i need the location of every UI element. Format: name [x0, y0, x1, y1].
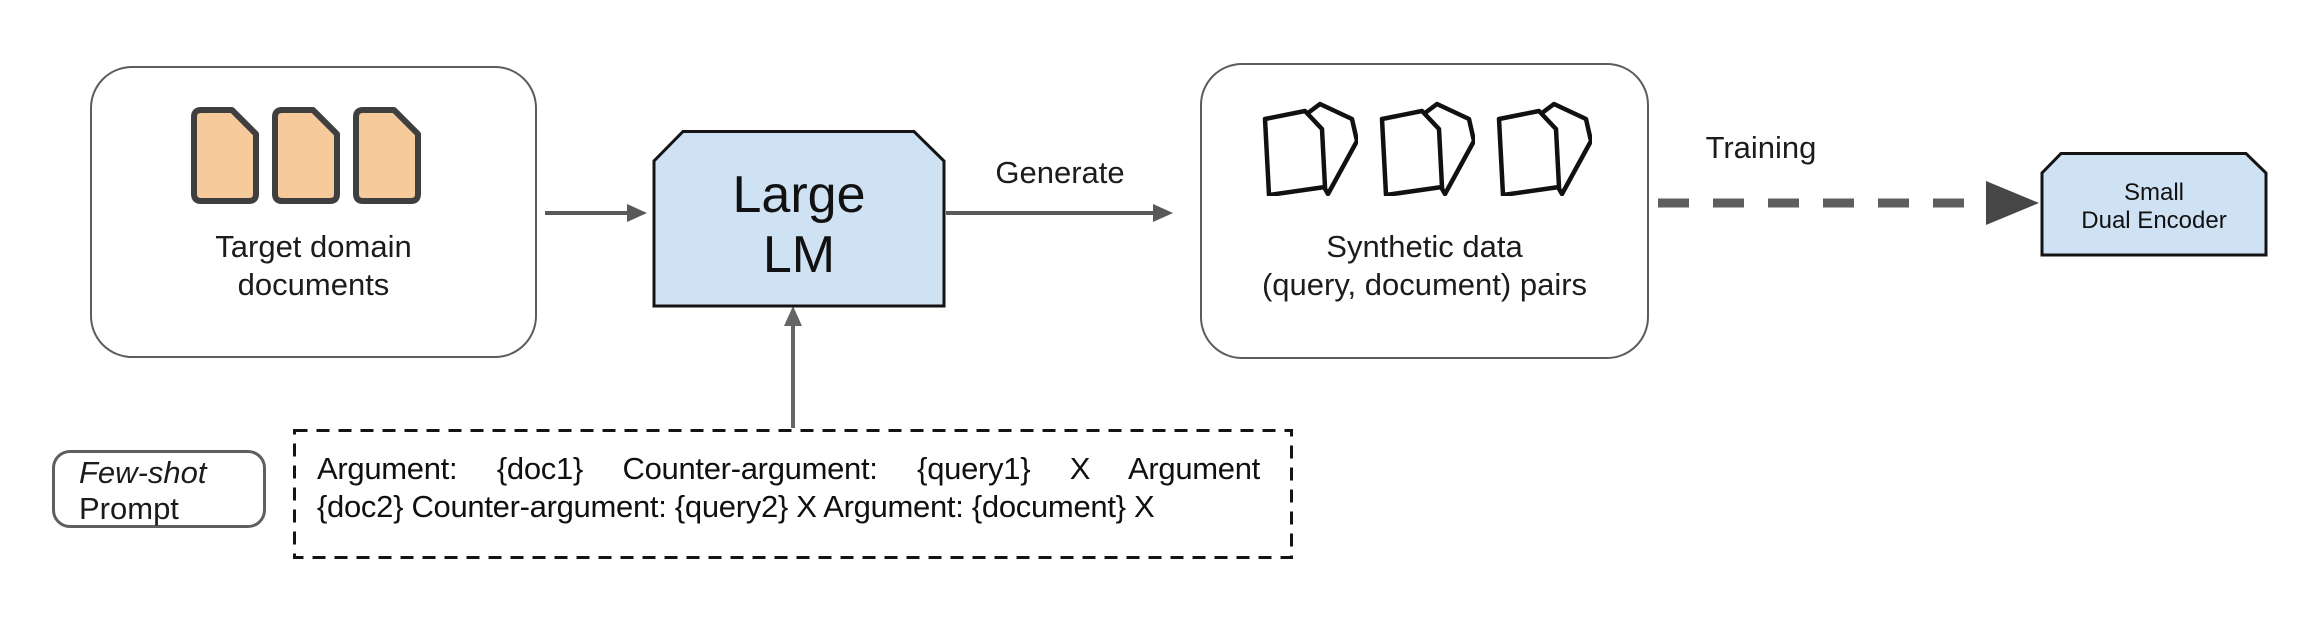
document-pair-icon	[1379, 101, 1475, 196]
document-icon	[191, 107, 259, 204]
few-shot-label-line2: Prompt	[79, 491, 179, 526]
few-shot-label-line1: Few-shot	[79, 455, 207, 490]
document-pair-icon	[1496, 101, 1592, 196]
large-lm-label: Large LM	[732, 166, 866, 284]
arrow-prompt-to-lm	[784, 306, 802, 428]
small-dual-encoder-box	[2040, 152, 2268, 257]
prompt-template-text: Argument: {doc1} Counter-argument: {quer…	[293, 429, 1293, 559]
arrow-lm-to-synthetic	[946, 204, 1173, 222]
small-dual-encoder-label: Small Dual Encoder	[2081, 178, 2227, 234]
document-pair-icon	[1262, 101, 1358, 196]
document-icon	[272, 107, 340, 204]
prompt-line2: {doc2} Counter-argument: {query2} X Argu…	[317, 489, 1155, 524]
training-label: Training	[1705, 130, 1817, 165]
arrow-training-dashed	[1658, 181, 2039, 225]
synthetic-data-label: Synthetic data (query, document) pairs	[1261, 229, 1588, 302]
document-icon	[353, 107, 421, 204]
large-lm-box	[652, 130, 946, 308]
prompt-template-box	[293, 429, 1293, 559]
generate-label: Generate	[995, 155, 1125, 190]
target-documents-label: Target domain documents	[215, 229, 412, 302]
few-shot-prompt-tag: Few-shot Prompt	[52, 450, 266, 528]
arrow-target-to-lm	[545, 204, 647, 222]
prompt-line1: Argument: {doc1} Counter-argument: {quer…	[317, 451, 1260, 486]
